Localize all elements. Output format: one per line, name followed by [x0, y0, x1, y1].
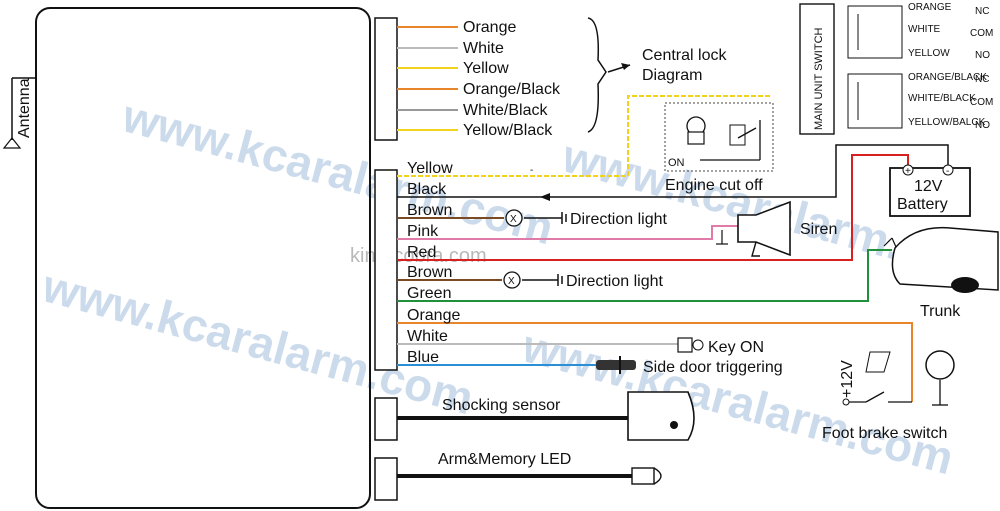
- mus-top-wire: WHITE: [908, 24, 941, 35]
- mus-bottom-wire: ORANGE/BLACK: [908, 72, 987, 83]
- svg-text:-: -: [530, 165, 533, 176]
- brake-lamp-icon: [925, 350, 955, 380]
- side-door-switch: Side door triggering: [596, 356, 783, 376]
- key-icon: [677, 337, 693, 353]
- svg-text:X: X: [508, 276, 515, 287]
- key-on-label: Key ON: [708, 339, 764, 356]
- plus12v-label: +12V: [839, 360, 856, 398]
- mus-top-wire: ORANGE: [908, 2, 952, 13]
- arrow-icon: [621, 63, 630, 70]
- connector-shock-sensor: [374, 397, 398, 441]
- cl-wire-label: White: [463, 40, 504, 57]
- main-wire-label: Red: [407, 244, 436, 261]
- car-icon: [891, 226, 999, 291]
- connector-central-lock: [374, 17, 398, 141]
- main-unit-switch-title: MAIN UNIT SWITCH: [813, 27, 825, 130]
- main-wire-label: Brown: [407, 264, 452, 281]
- key-on-switch: Key ON: [677, 337, 764, 356]
- battery-icon: [889, 167, 971, 217]
- led-label: Arm&Memory LED: [438, 451, 571, 468]
- battery-label: Battery: [897, 196, 948, 213]
- main-wire-label: Orange: [407, 307, 460, 324]
- siren-icon: [737, 200, 791, 257]
- main-wires: - Yellow Black Brown Pink Red Brown Gree…: [397, 95, 949, 402]
- siren-label: Siren: [800, 221, 837, 238]
- direction-light-label: Direction light: [566, 273, 663, 290]
- direction-light-label: Direction light: [570, 211, 667, 228]
- engine-cut-label: Engine cut off: [665, 177, 763, 194]
- led: Arm&Memory LED: [397, 451, 662, 485]
- shock-sensor-label: Shocking sensor: [442, 397, 561, 414]
- main-unit-switch: MAIN UNIT SWITCH ORANGE WHITE YELLOW ORA…: [799, 2, 993, 135]
- mus-contact: NO: [975, 50, 990, 61]
- main-wire-label: Green: [407, 285, 451, 302]
- lamp-icon: [505, 209, 523, 227]
- trunk-label: Trunk: [920, 303, 961, 320]
- mus-bottom-wire: YELLOW/BALCK: [908, 117, 986, 128]
- brake-pedal-icon: [865, 351, 891, 373]
- led-icon: [631, 467, 655, 485]
- siren: Siren: [716, 200, 837, 257]
- cl-wire-label: Yellow: [463, 60, 509, 77]
- control-unit-box: [35, 7, 371, 509]
- trunk-car: Trunk: [883, 226, 999, 320]
- connector-led: [374, 457, 398, 501]
- main-wire-label: Yellow: [407, 160, 453, 177]
- mus-contact: NC: [975, 6, 989, 17]
- direction-light-2: X Direction light: [503, 271, 663, 290]
- brace: [587, 17, 607, 133]
- engine-cut-relay: ON Engine cut off: [664, 102, 774, 194]
- mus-contact: NO: [975, 120, 990, 131]
- svg-text:+: +: [905, 166, 911, 177]
- main-wire-label: Brown: [407, 202, 452, 219]
- antenna: Antenna: [2, 77, 36, 149]
- mus-bottom-wire: WHITE/BLACK: [908, 93, 976, 104]
- cl-wire-label: Orange: [463, 19, 516, 36]
- mus-contact: COM: [970, 97, 993, 108]
- shock-sensor-icon: [627, 391, 695, 441]
- main-wire-label: Black: [407, 181, 447, 198]
- svg-text:-: -: [946, 166, 949, 177]
- direction-light-1: X Direction light: [505, 209, 667, 228]
- central-lock-title: Central lock: [642, 47, 727, 64]
- lamp-icon: [503, 271, 521, 289]
- main-wire-label: White: [407, 328, 448, 345]
- central-lock-title: Diagram: [642, 67, 702, 84]
- mus-contact: COM: [970, 28, 993, 39]
- on-label: ON: [668, 157, 685, 169]
- battery-voltage: 12V: [914, 178, 943, 195]
- main-wire-label: Blue: [407, 349, 439, 366]
- battery: + - 12V Battery: [889, 164, 971, 217]
- mus-contact: NC: [975, 74, 989, 85]
- connector-main: [374, 169, 398, 371]
- main-wire-label: Pink: [407, 223, 439, 240]
- cl-wire-label: White/Black: [463, 102, 548, 119]
- svg-text:X: X: [510, 214, 517, 225]
- foot-brake-label: Foot brake switch: [822, 425, 947, 442]
- cl-wire-label: Orange/Black: [463, 81, 561, 98]
- shock-sensor: Shocking sensor: [397, 391, 695, 441]
- cl-wire-label: Yellow/Black: [463, 122, 553, 139]
- side-door-label: Side door triggering: [643, 359, 783, 376]
- central-lock-wires: Orange White Yellow Orange/Black White/B…: [397, 17, 727, 139]
- antenna-icon: [2, 137, 22, 149]
- antenna-label: Antenna: [16, 78, 33, 138]
- mus-top-wire: YELLOW: [908, 48, 950, 59]
- door-pin-icon: [596, 360, 636, 370]
- foot-brake: +12V Foot brake switch: [822, 350, 955, 442]
